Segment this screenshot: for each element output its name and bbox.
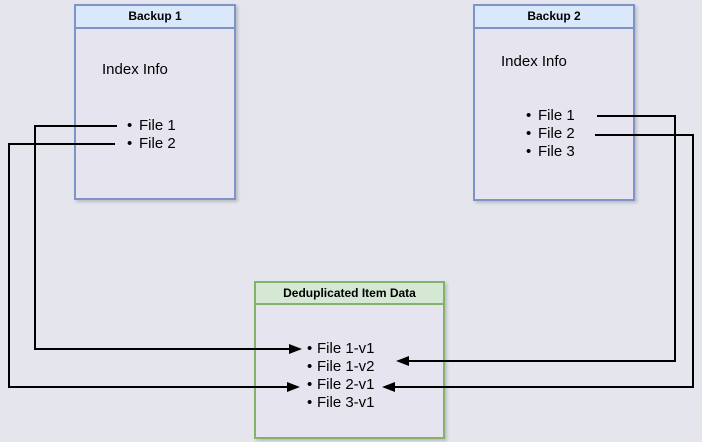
dedup-file-1-v1: File 1-v1 (256, 340, 443, 358)
dedup-file-2-v1: File 2-v1 (256, 376, 443, 394)
backup2-file-3: File 3 (475, 143, 633, 161)
backup1-file-2: File 2 (76, 135, 234, 153)
dedup-item-list: File 1-v1 File 1-v2 File 2-v1 File 3-v1 (256, 340, 443, 412)
backup1-title: Backup 1 (76, 6, 234, 29)
backup2-file-1: File 1 (475, 107, 633, 125)
backup1-box: Backup 1 Index Info File 1 File 2 (74, 4, 236, 200)
dedup-file-1-v2: File 1-v2 (256, 358, 443, 376)
backup2-file-2: File 2 (475, 125, 633, 143)
backup2-box: Backup 2 Index Info File 1 File 2 File 3 (473, 4, 635, 201)
backup2-file-list: File 1 File 2 File 3 (475, 107, 633, 161)
backup1-index-info-label: Index Info (102, 61, 168, 78)
backup1-file-list: File 1 File 2 (76, 117, 234, 153)
backup2-index-info-label: Index Info (501, 53, 567, 70)
backup1-file-1: File 1 (76, 117, 234, 135)
backup2-title: Backup 2 (475, 6, 633, 29)
dedup-file-3-v1: File 3-v1 (256, 394, 443, 412)
dedup-title: Deduplicated Item Data (256, 283, 443, 305)
deduplicated-item-data-box: Deduplicated Item Data File 1-v1 File 1-… (254, 281, 445, 439)
